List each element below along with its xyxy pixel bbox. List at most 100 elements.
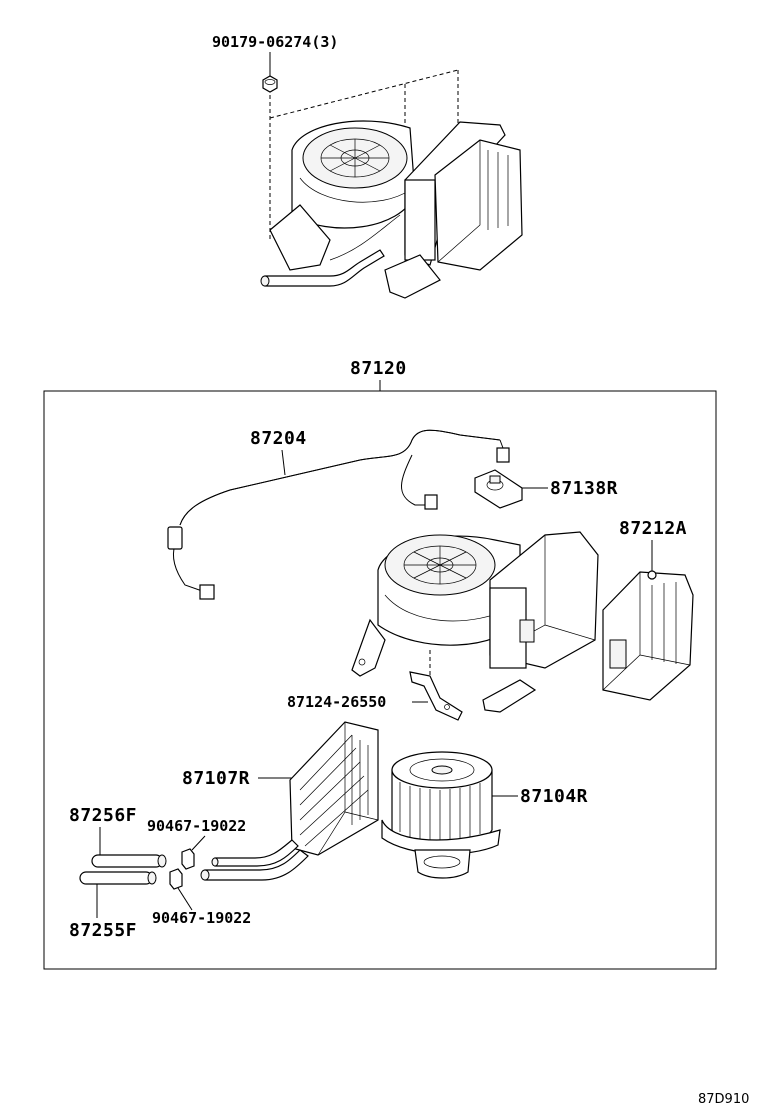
label-wire-harness[interactable]: 87204 bbox=[250, 428, 307, 449]
heater-core-part[interactable] bbox=[200, 721, 379, 881]
assembly-box bbox=[43, 390, 717, 970]
foot-middle bbox=[482, 679, 537, 713]
duct-face-top bbox=[404, 179, 436, 261]
leader-wire-harness bbox=[281, 449, 286, 476]
fan-spoke bbox=[413, 551, 467, 579]
diagram-code: 87D910 bbox=[698, 1092, 749, 1107]
blower-motor-part[interactable] bbox=[381, 751, 501, 879]
motor-blades bbox=[399, 782, 481, 845]
harness-branch bbox=[401, 454, 428, 506]
hose-upper-part[interactable] bbox=[91, 854, 167, 868]
blower-motor-housing bbox=[414, 849, 471, 879]
case-ribs bbox=[487, 150, 509, 230]
label-clamp-upper[interactable]: 90467-19022 bbox=[147, 817, 246, 835]
wire-harness-part[interactable] bbox=[167, 429, 510, 600]
install-lines-top bbox=[269, 69, 459, 240]
resistor-label-group: 87138R bbox=[522, 478, 618, 499]
heater-core-label-group: 87107R bbox=[182, 768, 292, 789]
label-resistor[interactable]: 87138R bbox=[550, 478, 618, 499]
harness-grommet bbox=[167, 526, 183, 550]
frame-left-top bbox=[269, 204, 331, 271]
resistor-tab bbox=[489, 475, 501, 484]
label-clamp-lower[interactable]: 90467-19022 bbox=[152, 909, 251, 927]
core-edge bbox=[317, 722, 379, 856]
label-nut[interactable]: 90179-06274(3) bbox=[212, 33, 338, 51]
hose-end bbox=[147, 871, 157, 885]
leader-clamp-upper bbox=[191, 835, 206, 851]
label-bracket[interactable]: 87124-26550 bbox=[287, 693, 386, 711]
label-blower-motor[interactable]: 87104R bbox=[520, 786, 588, 807]
case-sub-tab bbox=[609, 639, 627, 669]
case-sub-body bbox=[602, 571, 694, 701]
clamp-upper-body bbox=[181, 848, 195, 870]
label-heater-core[interactable]: 87107R bbox=[182, 768, 250, 789]
case-sub-label-group: 87212A bbox=[619, 518, 687, 571]
harness-wire-core bbox=[179, 429, 501, 526]
pipes-top bbox=[264, 249, 385, 287]
hose-lower-part[interactable] bbox=[79, 871, 157, 885]
install-line-2 bbox=[269, 69, 459, 119]
pipe-end bbox=[200, 869, 210, 881]
blower-motor-label-group: 87104R bbox=[492, 786, 588, 807]
harness-connector-b bbox=[424, 494, 438, 510]
nut-part[interactable] bbox=[262, 75, 278, 93]
wire-top bbox=[329, 214, 401, 261]
core-pipe-2 bbox=[214, 839, 299, 867]
clamp-lower-part[interactable] bbox=[169, 868, 183, 890]
resistor-part[interactable] bbox=[474, 469, 523, 509]
case-sub-part[interactable] bbox=[602, 570, 694, 701]
core-pipe-1 bbox=[204, 849, 309, 881]
core-fins bbox=[299, 734, 369, 847]
core-fins-v bbox=[351, 735, 369, 825]
pipe-end bbox=[260, 275, 270, 287]
leader-clamp-lower bbox=[177, 887, 193, 911]
hose-lower-body bbox=[79, 871, 153, 885]
clamp-upper-part[interactable] bbox=[181, 848, 195, 870]
bracket-label-group: 87124-26550 bbox=[287, 693, 428, 711]
hose-upper-label-group: 87256F bbox=[69, 805, 137, 855]
resistor-body bbox=[474, 469, 523, 509]
motor-hub bbox=[431, 765, 453, 775]
heater-core-body bbox=[289, 721, 379, 856]
hose-upper-body bbox=[91, 854, 163, 868]
housing-rib-top bbox=[299, 177, 411, 203]
clamp-upper-label-group: 90467-19022 bbox=[147, 817, 246, 851]
harness-connector-a bbox=[199, 584, 215, 600]
wire-harness-label-group: 87204 bbox=[250, 428, 307, 476]
bracket-body bbox=[409, 671, 463, 721]
hose-end bbox=[157, 854, 167, 868]
pipe-end bbox=[211, 857, 219, 867]
nut-icon bbox=[262, 75, 278, 93]
case-edge bbox=[437, 140, 481, 263]
motor-end bbox=[423, 855, 461, 869]
harness-connector-c bbox=[496, 447, 510, 463]
frame-bolt bbox=[358, 658, 366, 666]
label-hose-upper[interactable]: 87256F bbox=[69, 805, 137, 826]
hose-lower-label-group: 87255F bbox=[69, 884, 137, 941]
label-hose-lower[interactable]: 87255F bbox=[69, 920, 137, 941]
unit-case-middle[interactable] bbox=[351, 531, 599, 713]
clamp-lower-body bbox=[169, 868, 183, 890]
nut-label-group: 90179-06274(3) bbox=[212, 33, 338, 76]
frame-foot-top bbox=[384, 254, 441, 299]
assembled-unit-top[interactable] bbox=[260, 120, 523, 299]
nut-hole bbox=[264, 79, 276, 85]
motor-inner-ring bbox=[409, 758, 475, 782]
bracket-hole bbox=[444, 704, 450, 710]
fan-spoke bbox=[329, 144, 381, 172]
label-assembly[interactable]: 87120 bbox=[350, 358, 407, 379]
bracket-part[interactable] bbox=[409, 671, 463, 721]
frame-left-middle bbox=[351, 618, 386, 677]
case-sub-edge bbox=[602, 572, 691, 691]
label-case-sub[interactable]: 87212A bbox=[619, 518, 687, 539]
harness-tail bbox=[172, 544, 206, 593]
connector-lead bbox=[499, 439, 504, 449]
blower-motor-flange bbox=[381, 819, 501, 855]
case-sub-ribs bbox=[651, 582, 677, 664]
assembly-label-group: 87120 bbox=[350, 358, 407, 391]
harness-wire-main bbox=[179, 429, 501, 526]
clamp-lower-label-group: 90467-19022 bbox=[152, 887, 251, 927]
case-sub-pin bbox=[647, 570, 657, 580]
